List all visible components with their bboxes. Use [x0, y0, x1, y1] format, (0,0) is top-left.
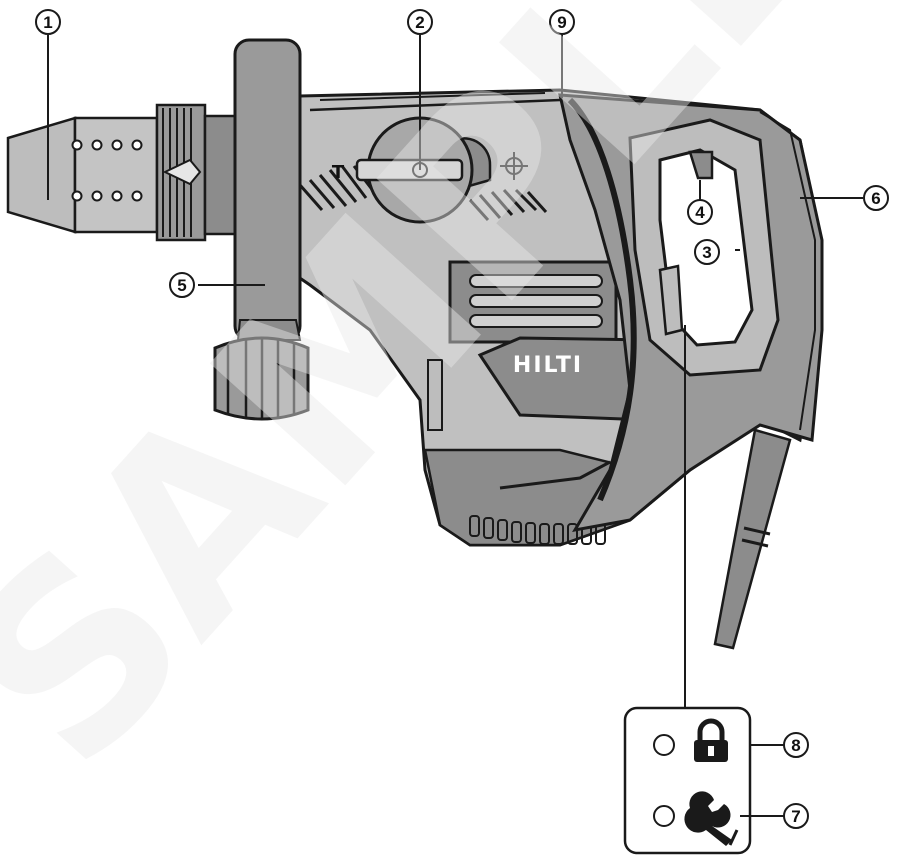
svg-text:1: 1 [43, 13, 52, 32]
switch-lock [688, 150, 714, 180]
svg-text:9: 9 [557, 13, 566, 32]
power-cable [713, 428, 792, 650]
rotary-chisel-mode-icon [500, 152, 528, 180]
callout-5: 5 [169, 272, 195, 298]
brand-logo: HILTI [513, 353, 583, 378]
side-handle [213, 38, 310, 421]
svg-text:8: 8 [791, 736, 800, 755]
svg-text:4: 4 [695, 203, 705, 222]
chisel-mode-label: T [332, 162, 345, 183]
svg-text:2: 2 [415, 13, 424, 32]
callout-3: 3 [694, 239, 720, 265]
function-selector-switch [355, 116, 492, 224]
padlock-icon [694, 718, 728, 762]
wrench-icon [684, 791, 739, 846]
chuck [6, 103, 239, 242]
svg-text:6: 6 [871, 189, 880, 208]
callout-9: 9 [549, 9, 575, 35]
theft-protection-led [653, 734, 675, 756]
service-led [653, 805, 675, 827]
callout-2: 2 [407, 9, 433, 35]
callout-4: 4 [687, 199, 713, 225]
svg-text:7: 7 [791, 807, 800, 826]
indicator-panel [623, 325, 752, 855]
leader-lines [47, 35, 863, 817]
svg-text:3: 3 [702, 243, 711, 262]
callout-8: 8 [783, 732, 809, 758]
control-switch [658, 264, 684, 336]
callout-7: 7 [783, 803, 809, 829]
callout-6: 6 [863, 185, 889, 211]
svg-text:5: 5 [177, 276, 186, 295]
callout-1: 1 [35, 9, 61, 35]
